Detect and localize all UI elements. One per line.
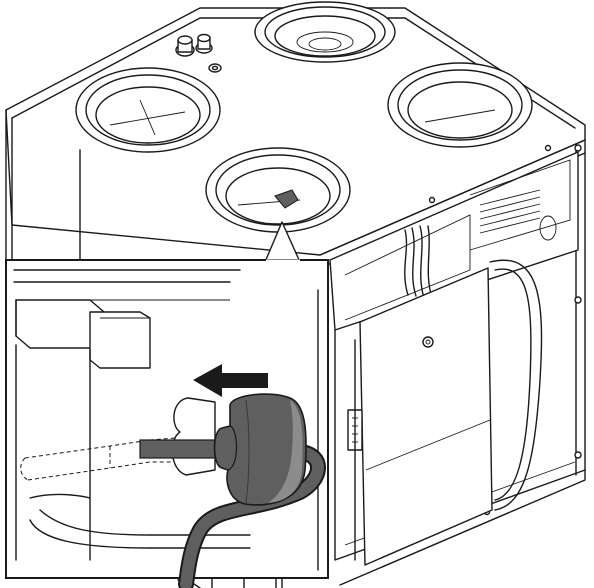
duct-spigot-back (254, 1, 396, 63)
wiring-bundle (404, 225, 433, 299)
sensor-probe-outline-top (24, 437, 176, 459)
door-handle-inner (494, 268, 532, 501)
filter-fins (479, 189, 541, 234)
cover-screw (422, 336, 434, 348)
detail-inset (5, 259, 329, 588)
electrical-cover-panel (347, 267, 493, 566)
sensor-cable (180, 446, 324, 588)
door-handle (489, 259, 543, 511)
inset-channel-curve-2 (39, 509, 251, 536)
duct-spigot-right (387, 62, 533, 148)
sensor-probe-tip (20, 457, 29, 481)
sensor-flange (171, 397, 216, 476)
arrow-left-icon (193, 364, 268, 397)
inset-channel-top (29, 493, 91, 499)
cover-plate (359, 267, 493, 566)
bay-right-chamber (469, 159, 571, 251)
cover-plate-fold (365, 419, 491, 471)
duct-spigot-left (75, 67, 221, 153)
service-bay (329, 151, 579, 331)
duct-spigot-front (205, 147, 351, 233)
plug-connector-icon (213, 393, 307, 506)
inset-channel-curve (29, 519, 251, 549)
sensor-probe-outline-bottom (27, 461, 175, 481)
cable-glands (175, 33, 222, 73)
sensor-plug-small (274, 189, 299, 209)
housing-right-edge (339, 139, 586, 586)
bay-round-opening (539, 215, 557, 241)
front-lower-frame (334, 329, 586, 561)
front-top-edge (319, 139, 586, 256)
